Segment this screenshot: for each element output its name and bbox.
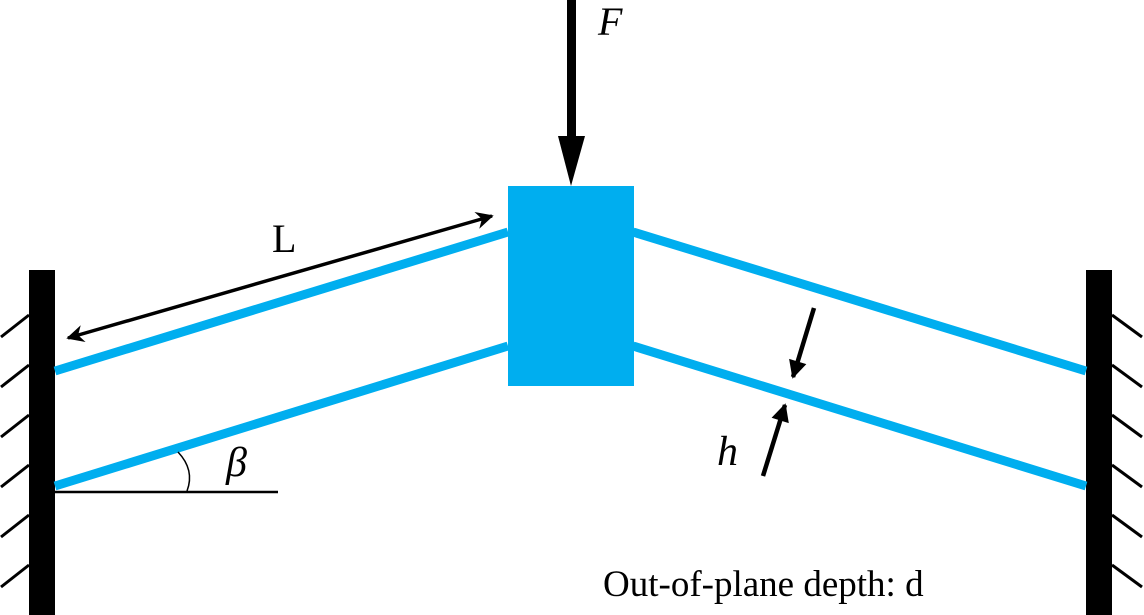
length-dimension-arrow bbox=[66, 211, 494, 343]
depth-note: Out-of-plane depth: d bbox=[603, 564, 924, 605]
angle-arc bbox=[177, 451, 191, 492]
beam-upper-right bbox=[631, 227, 1088, 376]
left-fixed-wall bbox=[0, 270, 55, 615]
angle-label: β bbox=[225, 440, 247, 486]
beam-lower-right bbox=[631, 341, 1088, 491]
thickness-dimension-arrows bbox=[760, 307, 817, 477]
force-label: F bbox=[597, 0, 623, 44]
thickness-label: h bbox=[717, 429, 738, 475]
right-fixed-wall bbox=[1086, 270, 1143, 615]
left-wall-hatching bbox=[0, 313, 30, 589]
length-label: L bbox=[272, 216, 296, 261]
force-arrow bbox=[558, 0, 585, 186]
center-shuttle-block bbox=[508, 186, 634, 386]
right-wall-hatching bbox=[1111, 313, 1143, 589]
beam-lower-left bbox=[53, 341, 510, 491]
